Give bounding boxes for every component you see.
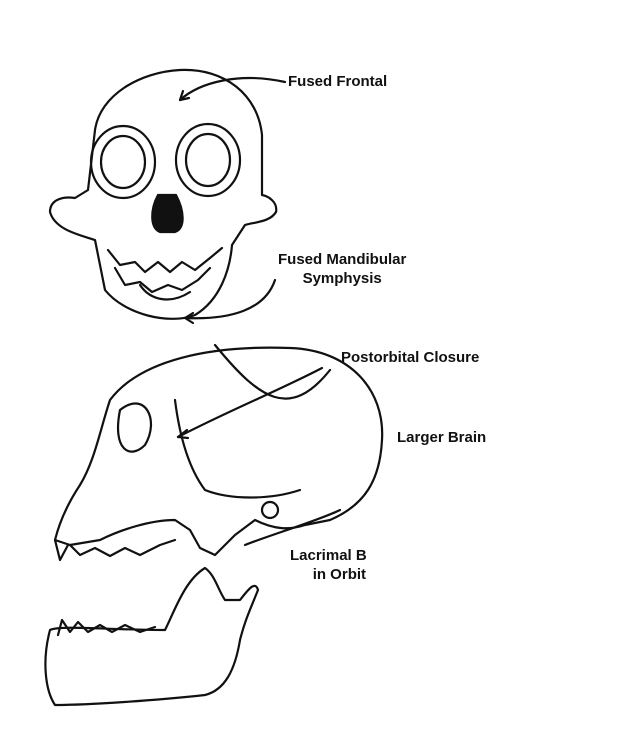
label-fused-frontal: Fused Frontal <box>288 73 388 90</box>
lateral-skull-drawing <box>53 343 384 562</box>
label-line: in Orbit <box>312 566 367 583</box>
label-postorbital-closure: Postorbital Closure <box>341 349 480 366</box>
label-larger-brain: Larger Brain <box>397 429 487 446</box>
label-line: Lacrimal B <box>290 547 367 564</box>
label-line: Symphysis <box>302 270 382 287</box>
label-lacrimal-bone-in-orbit: Lacrimal B in Orbit <box>290 546 367 584</box>
mandible-drawing <box>44 566 260 707</box>
label-fused-mandibular-symphysis: Fused Mandibular Symphysis <box>278 250 406 288</box>
frontal-skull-drawing <box>48 68 278 320</box>
label-line: Fused Mandibular <box>278 251 407 268</box>
